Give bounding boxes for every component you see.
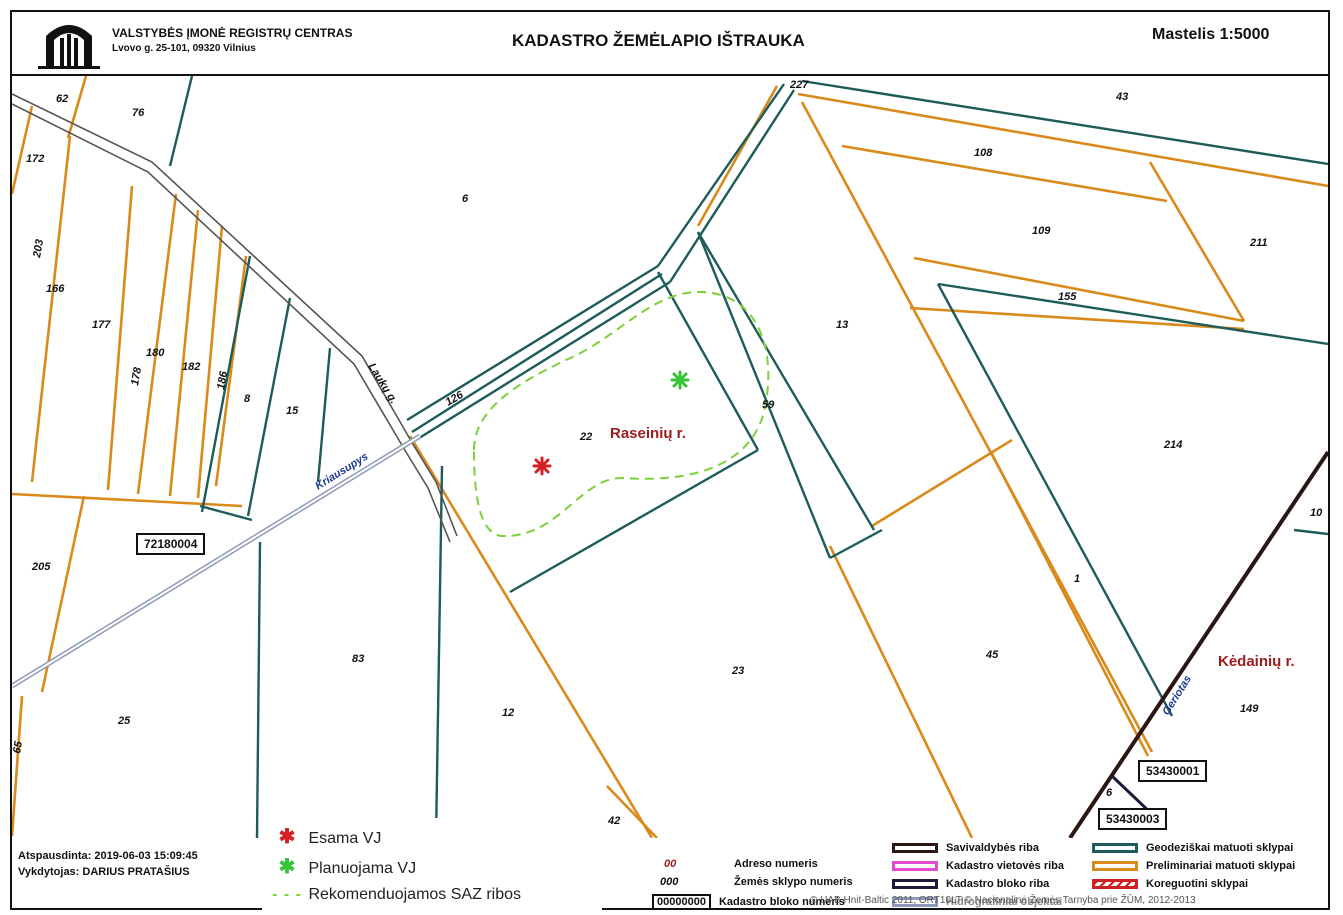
saz-legend-label: Rekomenduojamos SAZ ribos bbox=[308, 886, 521, 903]
parcel-label: 108 bbox=[974, 147, 993, 159]
map-scale: Mastelis 1:5000 bbox=[1152, 26, 1270, 43]
existing-vj-marker[interactable] bbox=[532, 456, 552, 476]
parcel-label: 172 bbox=[26, 153, 44, 165]
vj-legend: ✱ Esama VJ ✱ Planuojama VJ - - - Rekomen… bbox=[262, 818, 602, 913]
legend-hydro-label: Hidrografiniai objektai bbox=[946, 896, 1063, 908]
parcel-label: 42 bbox=[607, 815, 620, 827]
parcel-label: 182 bbox=[182, 361, 200, 373]
legend-parcel-label: Žemės sklypo numeris bbox=[734, 876, 853, 888]
parcel-label: 180 bbox=[146, 347, 165, 359]
parcel-label: 227 bbox=[789, 79, 809, 91]
parcel-label: 22 bbox=[579, 431, 592, 443]
parcel-label: 13 bbox=[836, 319, 848, 331]
block-number-box: 53430003 bbox=[1098, 808, 1168, 830]
laukai-street-road bbox=[12, 93, 458, 543]
parcel-label: 205 bbox=[31, 561, 51, 573]
parcel-label: 214 bbox=[1163, 439, 1182, 451]
geodetic-parcel-borders bbox=[168, 76, 1328, 838]
municipality-border bbox=[1068, 450, 1328, 838]
parcel-label: 62 bbox=[56, 93, 68, 105]
parcel-label: 186 bbox=[215, 369, 230, 390]
org-address: Lvovo g. 25-101, 09320 Vilnius bbox=[112, 43, 256, 54]
block-number-box: 53430001 bbox=[1138, 760, 1208, 782]
header: VALSTYBĖS ĮMONĖ REGISTRŲ CENTRAS Lvovo g… bbox=[12, 12, 1328, 76]
legend-parcel-sample: 000 bbox=[660, 876, 679, 888]
executor: Vykdytojas: DARIUS PRATAŠIUS bbox=[18, 866, 190, 878]
parcel-label: 178 bbox=[129, 365, 144, 386]
legend-correct-label: Koreguotini sklypai bbox=[1146, 878, 1249, 890]
legend-geodetic-label: Geodeziškai matuoti sklypai bbox=[1146, 842, 1294, 854]
legend-block-border-label: Kadastro bloko riba bbox=[946, 878, 1050, 890]
legend-block-sample: 00000000 bbox=[652, 894, 711, 910]
page-title: KADASTRO ŽEMĖLAPIO IŠTRAUKA bbox=[512, 31, 805, 50]
planned-vj-legend-label: Planuojama VJ bbox=[308, 860, 417, 877]
parcel-label: 83 bbox=[352, 653, 364, 665]
legend-geodetic-swatch bbox=[1092, 843, 1138, 853]
parcel-label: 8 bbox=[244, 393, 251, 405]
planned-vj-marker[interactable] bbox=[670, 370, 690, 390]
planned-vj-legend-icon: ✱ bbox=[278, 856, 296, 878]
point-label: 6 bbox=[1106, 787, 1113, 799]
legend-address-sample: 00 bbox=[664, 858, 677, 870]
parcel-label: 45 bbox=[985, 649, 999, 661]
parcel-label: 1 bbox=[1074, 573, 1080, 585]
legend-municipality-label: Savivaldybės riba bbox=[946, 842, 1039, 854]
parcel-label: 65 bbox=[12, 740, 25, 755]
parcel-label: 6 bbox=[462, 193, 469, 205]
street-label: Laukų g. bbox=[365, 361, 399, 406]
parcel-label: 76 bbox=[132, 107, 145, 119]
kriausupys-river bbox=[12, 433, 422, 689]
region-label-kedainiai: Kėdainių r. bbox=[1218, 653, 1295, 670]
legend-preliminary-swatch bbox=[1092, 861, 1138, 871]
legend-municipality-swatch bbox=[892, 843, 938, 853]
map-legend: 00 Adreso numeris 000 Žemės sklypo numer… bbox=[612, 838, 1328, 910]
parcel-label: 43 bbox=[1115, 91, 1128, 103]
parcel-label: 203 bbox=[31, 238, 46, 259]
registry-logo-icon bbox=[38, 25, 100, 69]
legend-cadastral-area-label: Kadastro vietovės riba bbox=[946, 860, 1064, 872]
parcel-label: 10 bbox=[1310, 507, 1323, 519]
parcel-label: 23 bbox=[731, 665, 744, 677]
cadastral-map[interactable]: 62 76 43 227 172 6 108 109 211 203 166 1… bbox=[12, 76, 1328, 838]
legend-block-label: Kadastro bloko numeris bbox=[718, 896, 845, 908]
parcel-label: 109 bbox=[1032, 225, 1051, 237]
parcel-label: 15 bbox=[286, 405, 299, 417]
saz-legend-icon: - - - bbox=[272, 886, 302, 903]
org-name: VALSTYBĖS ĮMONĖ REGISTRŲ CENTRAS bbox=[112, 26, 353, 40]
existing-vj-legend-icon: ✱ bbox=[278, 826, 296, 848]
parcel-label: 12 bbox=[502, 707, 514, 719]
parcel-label: 59 bbox=[762, 399, 775, 411]
parcel-label: 155 bbox=[1058, 291, 1077, 303]
parcel-label: 211 bbox=[1249, 237, 1268, 249]
parcel-label: 149 bbox=[1240, 703, 1259, 715]
parcel-label: 25 bbox=[117, 715, 131, 727]
legend-area: Atspausdinta: 2019-06-03 15:09:45 Vykdyt… bbox=[12, 838, 1328, 910]
parcel-label: 177 bbox=[92, 319, 111, 331]
legend-correct-swatch bbox=[1092, 879, 1138, 889]
legend-block-border-swatch bbox=[892, 879, 938, 889]
map-frame bbox=[10, 10, 1330, 910]
legend-hydro-swatch bbox=[892, 897, 938, 907]
legend-preliminary-label: Preliminariai matuoti sklypai bbox=[1146, 860, 1296, 872]
printed-date: Atspausdinta: 2019-06-03 15:09:45 bbox=[18, 850, 198, 862]
region-label-raseiniai: Raseinių r. bbox=[610, 425, 686, 442]
saz-boundary bbox=[472, 290, 770, 538]
block-number-box: 72180004 bbox=[136, 533, 206, 555]
parcel-label: 166 bbox=[46, 283, 65, 295]
existing-vj-legend-label: Esama VJ bbox=[308, 830, 382, 847]
preliminary-parcel-borders bbox=[12, 76, 1328, 838]
legend-address-label: Adreso numeris bbox=[734, 858, 818, 870]
legend-cadastral-area-swatch bbox=[892, 861, 938, 871]
copyright: © UAB Hnit-Baltic 2011, ORT10LT © Nacion… bbox=[810, 895, 1196, 906]
